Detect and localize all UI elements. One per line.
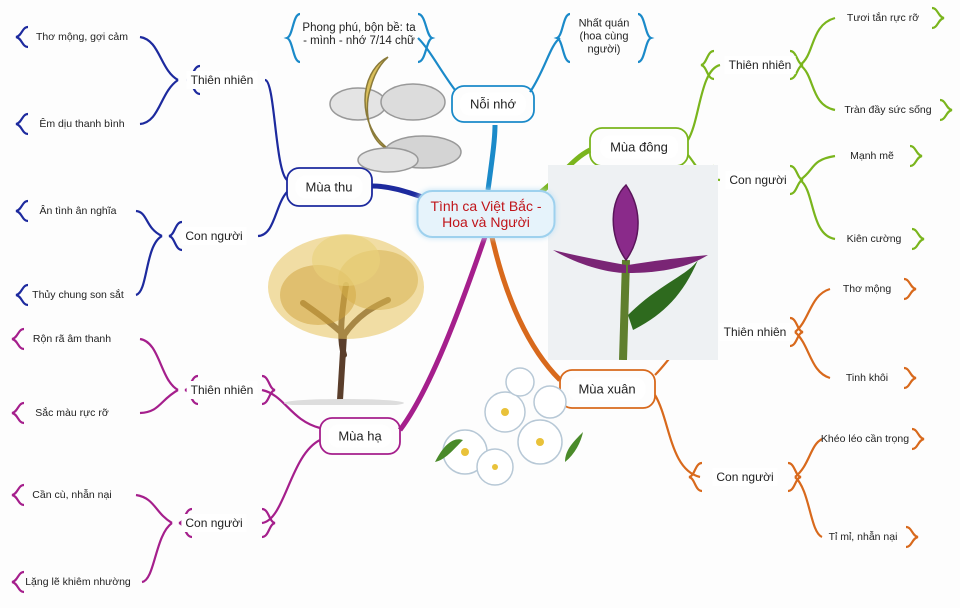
xuan-links <box>487 227 925 549</box>
dong-con-nguoi-item: Mạnh mẽ <box>850 150 894 162</box>
central-title-line2: Hoa và Người <box>442 214 530 230</box>
xuan-thien-nhien-item: Tinh khôi <box>845 372 889 384</box>
thu-thien-nhien-item: Êm dịu thanh bình <box>39 118 125 130</box>
branch-noi-nho: Nỗi nhớ <box>459 92 527 116</box>
orchid-flower-icon <box>548 165 718 360</box>
dong-thien-nhien: Thiên nhiên <box>724 56 796 74</box>
noi-nho-right-note: Nhất quán (hoa cùng người) <box>578 17 630 56</box>
ha-thien-nhien: Thiên nhiên <box>186 381 258 399</box>
ha-thien-nhien-item: Rộn rã âm thanh <box>32 333 112 345</box>
central-topic: Tình ca Việt Bắc - Hoa và Người <box>416 190 556 238</box>
white-blossom-icon <box>435 367 583 486</box>
ha-con-nguoi-item: Lặng lẽ khiêm nhường <box>25 576 131 588</box>
dong-con-nguoi: Con người <box>725 171 791 189</box>
moon-cloud-icon <box>329 56 462 173</box>
dong-con-nguoi-item: Kiên cường <box>846 233 902 245</box>
thu-thien-nhien: Thiên nhiên <box>186 71 258 89</box>
thu-thien-nhien-item: Thơ mộng, gợi cảm <box>36 31 128 43</box>
xuan-thien-nhien-item: Thơ mộng <box>842 283 892 295</box>
dong-thien-nhien-item: Tươi tắn rực rỡ <box>846 12 920 24</box>
xuan-thien-nhien: Thiên nhiên <box>719 323 791 341</box>
noi-nho-left-note: Phong phú, bộn bề: ta - mình - nhớ 7/14 … <box>302 22 416 47</box>
xuan-con-nguoi: Con người <box>712 468 778 486</box>
dong-thien-nhien-item: Tràn đầy sức sống <box>844 104 932 116</box>
thu-links <box>15 25 441 307</box>
thu-con-nguoi-item: Thủy chung son sắt <box>32 289 124 301</box>
branch-mua-dong: Mùa đông <box>600 135 678 159</box>
noinho-links <box>283 12 655 191</box>
ha-con-nguoi: Con người <box>181 514 247 532</box>
branch-mua-thu: Mùa thu <box>295 175 363 199</box>
central-title-line1: Tình ca Việt Bắc - <box>430 198 542 214</box>
thu-con-nguoi-item: Ân tình ân nghĩa <box>39 205 117 217</box>
autumn-tree-icon <box>268 234 424 405</box>
ha-thien-nhien-item: Sắc màu rực rỡ <box>35 407 109 419</box>
ha-links <box>11 227 491 594</box>
branch-mua-ha: Mùa hạ <box>328 424 392 448</box>
xuan-con-nguoi-item: Khéo léo cần trọng <box>820 433 910 445</box>
xuan-con-nguoi-item: Tỉ mỉ, nhẫn nại <box>828 531 898 543</box>
branch-mua-xuan: Mùa xuân <box>568 377 646 401</box>
ha-con-nguoi-item: Cần cù, nhẫn nại <box>32 489 112 501</box>
thu-con-nguoi: Con người <box>181 227 247 245</box>
